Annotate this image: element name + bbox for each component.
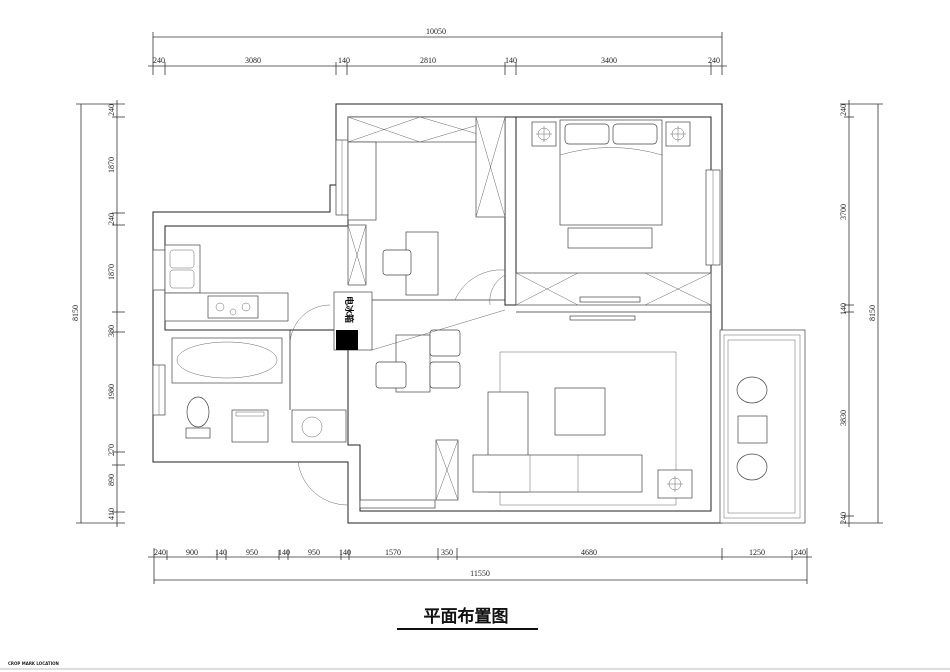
dim-bottom-seg: 140 <box>339 548 351 557</box>
toilet <box>186 396 210 428</box>
dim-top-seg: 3400 <box>601 56 617 65</box>
basin <box>301 416 323 438</box>
pillow <box>612 123 658 145</box>
tv <box>579 296 641 303</box>
right-dimensions: 8150 240 3700 140 3830 240 <box>839 100 883 527</box>
dim-right-seg: 3830 <box>839 410 848 426</box>
dim-bottom-seg: 350 <box>441 548 453 557</box>
dim-top-seg: 140 <box>338 56 350 65</box>
dim-bottom-seg: 950 <box>246 548 258 557</box>
dim-top-seg: 3080 <box>245 56 261 65</box>
living-room <box>435 351 693 506</box>
dim-bottom-seg: 4680 <box>581 548 597 557</box>
dim-left-seg: 1980 <box>107 384 116 400</box>
windows <box>152 139 721 509</box>
dim-left-seg: 380 <box>107 325 116 337</box>
sofa <box>472 454 643 493</box>
study-room <box>347 116 506 301</box>
dim-left-seg: 1870 <box>107 264 116 280</box>
crop-mark-label: CROP MARK LOCATION <box>8 661 59 666</box>
stool <box>736 376 768 404</box>
dim-right-total: 8150 <box>868 305 877 321</box>
washing-machine <box>231 409 269 443</box>
pillow <box>564 123 610 145</box>
dining-area <box>371 309 506 393</box>
dim-left-seg: 1870 <box>107 157 116 173</box>
bottom-dimensions: 11550 240 900 140 950 140 950 140 1570 3… <box>148 548 812 584</box>
bathroom <box>171 337 349 506</box>
dim-right-seg: 240 <box>839 512 848 524</box>
dim-bottom-seg: 240 <box>154 548 166 557</box>
vanity <box>291 409 347 443</box>
dim-left-seg: 240 <box>107 213 116 225</box>
dim-left-seg: 410 <box>107 508 116 520</box>
dining-chair <box>429 361 461 389</box>
dim-top-seg: 140 <box>505 56 517 65</box>
dim-top-seg: 240 <box>708 56 720 65</box>
kitchen <box>164 244 331 346</box>
partition-wall <box>504 116 517 306</box>
shelf <box>347 141 377 221</box>
dining-chair <box>375 361 407 389</box>
bathtub <box>171 337 283 384</box>
dim-left-seg: 890 <box>107 474 116 486</box>
stove <box>207 295 259 319</box>
dim-left-seg: 240 <box>107 104 116 116</box>
top-dimensions: 10050 240 3080 140 2810 140 3400 240 <box>148 27 727 75</box>
drawing-title: 平面布置图 <box>424 606 509 627</box>
dim-right-seg: 3700 <box>839 204 848 220</box>
dim-bottom-total: 11550 <box>470 569 490 578</box>
dim-right-seg: 140 <box>839 303 848 315</box>
fridge-label: 电冰箱 <box>343 296 355 323</box>
dim-bottom-seg: 900 <box>186 548 198 557</box>
balcony-table <box>737 415 768 444</box>
dim-bottom-seg: 140 <box>278 548 290 557</box>
dim-bottom-seg: 1570 <box>385 548 401 557</box>
dim-left-seg: 270 <box>107 444 116 456</box>
dim-bottom-seg: 140 <box>215 548 227 557</box>
dim-top-seg: 2810 <box>420 56 436 65</box>
sink <box>169 249 195 269</box>
dim-top-total: 10050 <box>426 27 446 36</box>
dim-top-seg: 240 <box>153 56 165 65</box>
coffee-table <box>554 387 606 436</box>
left-dimensions: 8150 240 1870 240 1870 380 1980 270 890 … <box>71 100 125 527</box>
dim-bottom-seg: 240 <box>794 548 806 557</box>
dim-bottom-seg: 1250 <box>749 548 765 557</box>
dining-chair <box>429 329 461 357</box>
dim-left-total: 8150 <box>71 305 80 321</box>
bed-bench <box>567 227 653 249</box>
stool <box>736 453 768 481</box>
balcony <box>719 329 806 524</box>
dim-right-seg: 240 <box>839 104 848 116</box>
dim-bottom-seg: 950 <box>308 548 320 557</box>
desk-chair <box>382 249 412 276</box>
bedroom <box>489 119 712 321</box>
refrigerator: 电冰箱 <box>333 291 373 351</box>
